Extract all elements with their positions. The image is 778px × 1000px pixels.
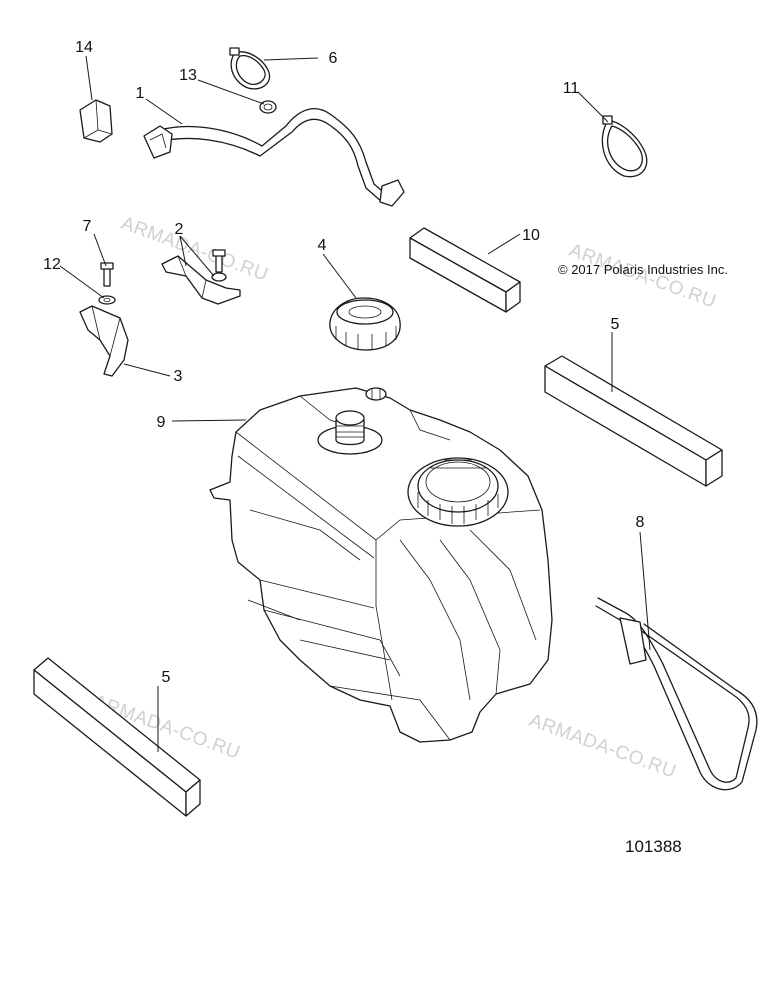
part-13-grommet <box>259 100 277 114</box>
callout-14: 14 <box>75 39 93 56</box>
leader-14 <box>85 55 93 101</box>
callout-5-right: 5 <box>611 316 620 333</box>
callout-5-left: 5 <box>162 669 171 686</box>
part-14-hose-clip <box>79 99 113 143</box>
part-11-cable-tie <box>601 115 648 178</box>
part-3-bracket <box>79 305 129 377</box>
callout-1: 1 <box>136 85 145 102</box>
part-6-cable-tie <box>229 47 271 90</box>
copyright-notice: © 2017 Polaris Industries Inc. <box>558 262 728 277</box>
part-7-bolt <box>100 262 114 287</box>
callout-3: 3 <box>174 368 183 385</box>
leader-6 <box>263 57 319 61</box>
leader-7 <box>93 233 107 267</box>
part-4-fuel-cap <box>329 297 401 351</box>
leader-8 <box>639 531 651 651</box>
callout-11: 11 <box>563 80 580 97</box>
part-9-fuel-tank <box>209 387 553 743</box>
part-10-foam-pad <box>409 227 521 313</box>
callout-2: 2 <box>175 221 184 238</box>
part-5-foam-pad-left <box>33 657 201 817</box>
leader-2a <box>179 235 187 267</box>
callout-6: 6 <box>329 50 338 67</box>
diagram-number: 101388 <box>625 837 682 856</box>
leader-3 <box>123 363 171 377</box>
callouts: 14 1 13 6 11 7 2 12 3 4 10 5 9 8 5 <box>43 39 644 686</box>
part-8-strap <box>595 597 758 791</box>
leader-13 <box>197 79 265 105</box>
callout-8: 8 <box>636 514 645 531</box>
leader-4 <box>322 253 357 299</box>
callout-13: 13 <box>179 67 197 84</box>
leader-11 <box>577 91 609 123</box>
leader-10 <box>487 233 521 255</box>
leader-lines <box>59 55 651 752</box>
part-2-bracket <box>161 249 241 305</box>
callout-4: 4 <box>318 237 327 254</box>
leader-2b <box>179 235 215 277</box>
leader-12 <box>59 265 105 299</box>
watermark-5: ARMADA-CO.RU <box>526 710 679 783</box>
part-12-washer <box>98 295 116 305</box>
callout-7: 7 <box>83 218 92 235</box>
part-1-vent-hose <box>143 108 405 207</box>
leader-9 <box>171 419 247 422</box>
leader-1 <box>145 98 183 125</box>
callout-9: 9 <box>157 414 166 431</box>
callout-10: 10 <box>522 227 540 244</box>
part-5-foam-pad-right <box>544 355 723 487</box>
callout-12: 12 <box>43 256 61 273</box>
